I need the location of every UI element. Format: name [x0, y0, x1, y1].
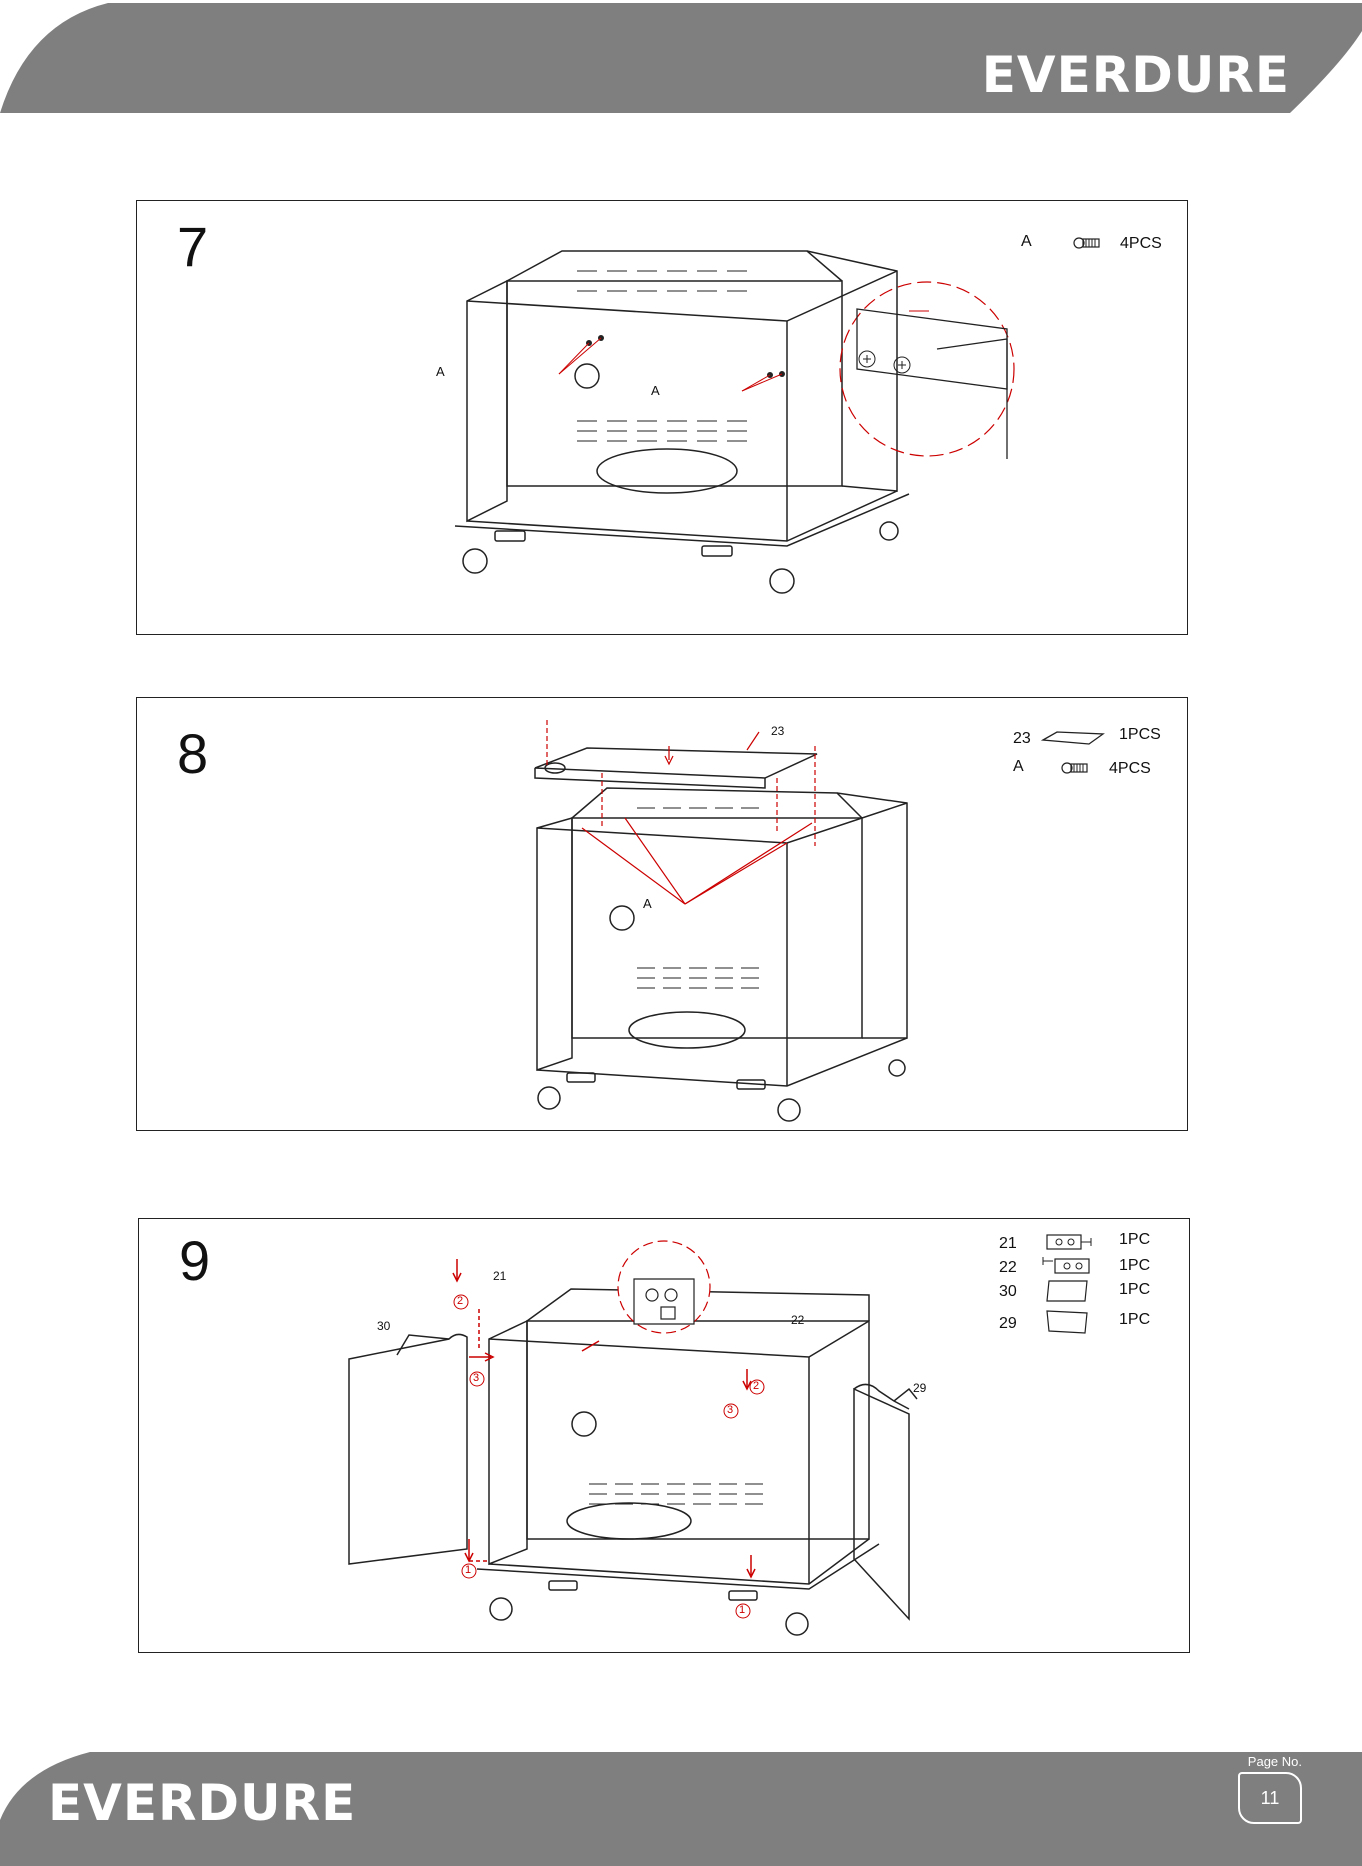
page-number: 11 — [1238, 1772, 1302, 1824]
top-panel-icon — [1041, 730, 1105, 746]
part-row: A — [1021, 233, 1032, 251]
step-8-panel: 8 23 1PCS A 4PCS — [136, 697, 1188, 1131]
callout-label: A — [436, 364, 445, 379]
sequence-step-marker: 3 — [727, 1404, 733, 1416]
sequence-step-marker: 2 — [457, 1295, 463, 1307]
part-qty: 1PC — [1119, 1311, 1150, 1329]
step-9-panel: 9 21 1PC 22 1PC 30 1PC 29 1PC — [138, 1218, 1190, 1653]
part-id: A — [1013, 758, 1024, 776]
part-id: 23 — [1013, 730, 1031, 748]
screw-icon — [1073, 235, 1103, 251]
callout-label: 23 — [771, 724, 784, 738]
sequence-step-marker: 3 — [473, 1372, 479, 1384]
detail-zoom-circle — [837, 279, 1017, 459]
sequence-step-marker: 1 — [465, 1564, 471, 1576]
footer-brand-logo: EVERDURE — [48, 1774, 356, 1832]
cart-top-panel-diagram — [507, 718, 967, 1118]
callout-label: A — [651, 383, 660, 398]
part-id: A — [1021, 233, 1032, 250]
step-number: 9 — [179, 1233, 210, 1289]
step-number: 8 — [177, 726, 208, 782]
callout-label: A — [643, 896, 652, 911]
header-brand-logo: EVERDURE — [982, 46, 1290, 104]
sequence-step-marker: 1 — [739, 1604, 745, 1616]
part-qty: 1PC — [1119, 1257, 1150, 1275]
step-7-panel: 7 A 4PCS — [136, 200, 1188, 635]
callout-label: 30 — [377, 1319, 390, 1333]
part-qty: 1PC — [1119, 1231, 1150, 1249]
part-qty: 1PCS — [1119, 726, 1161, 744]
step-number: 7 — [177, 219, 208, 275]
page-number-label: Page No. — [1248, 1754, 1302, 1769]
screw-icon — [1061, 760, 1091, 776]
part-qty: 1PC — [1119, 1281, 1150, 1299]
sequence-step-marker: 2 — [753, 1380, 759, 1392]
callout-label: 21 — [493, 1269, 506, 1283]
part-qty: 4PCS — [1109, 760, 1151, 778]
callout-label: 29 — [913, 1381, 926, 1395]
part-qty: 4PCS — [1120, 235, 1162, 253]
callout-label: 22 — [791, 1313, 804, 1327]
